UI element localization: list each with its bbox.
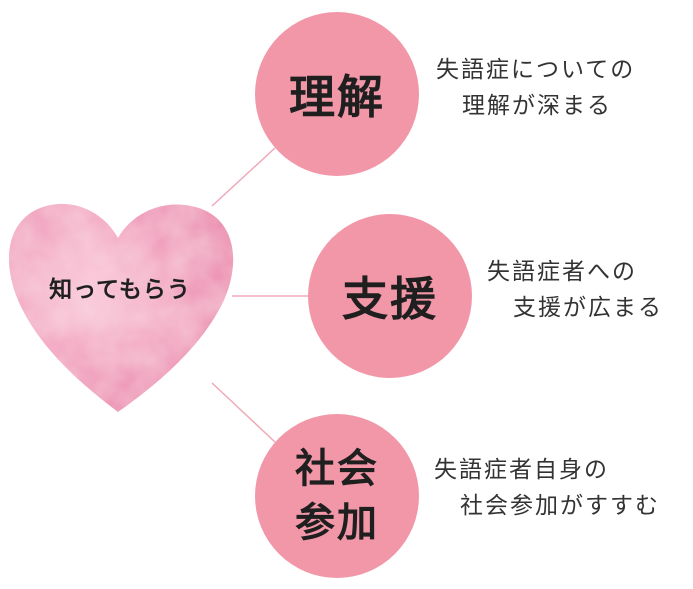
circle-understanding: 理解 (255, 12, 419, 176)
desc-participation: 失語症者自身の 社会参加がすすむ (434, 452, 660, 524)
heart-fill (8, 203, 234, 412)
title-understanding: 理解 (289, 70, 385, 124)
circle-participation: 社会 参加 (255, 414, 419, 578)
circle-support: 支援 (308, 214, 472, 378)
desc-support: 失語症者への 支援が広まる (487, 254, 663, 326)
desc-support-line1: 失語症者への (487, 259, 637, 285)
desc-support-line2: 支援が広まる (513, 295, 663, 321)
title-participation-line2: 参加 (295, 500, 379, 546)
desc-understanding: 失語症についての 理解が深まる (436, 52, 635, 124)
desc-participation-line1: 失語症者自身の (434, 457, 609, 483)
title-support: 支援 (342, 272, 438, 326)
center-label: 知ってもらう (49, 277, 191, 303)
title-participation-line1: 社会 (295, 446, 379, 492)
desc-understanding-line1: 失語症についての (436, 57, 636, 83)
desc-participation-line2: 社会参加がすすむ (460, 493, 660, 519)
connector-participation (211, 382, 276, 443)
desc-understanding-line2: 理解が深まる (462, 93, 612, 119)
connector-understanding (211, 147, 276, 207)
